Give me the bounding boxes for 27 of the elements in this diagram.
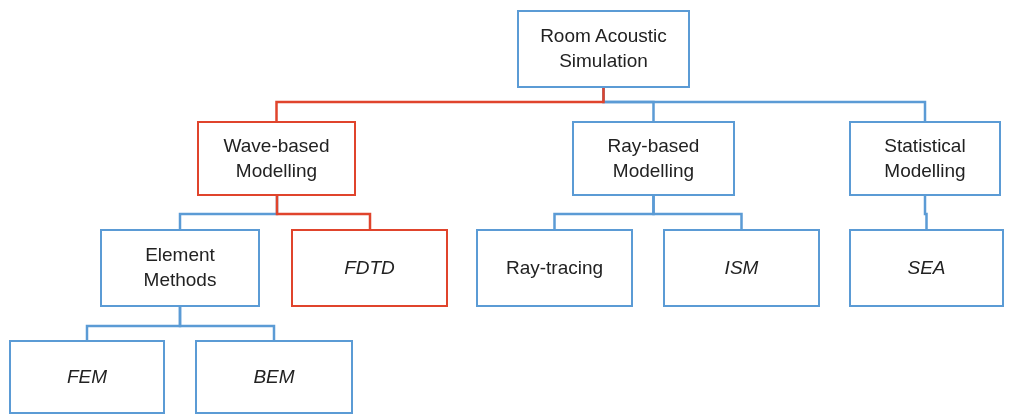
node-label: Statistical Modelling (883, 133, 967, 183)
node-label: ISM (723, 255, 760, 280)
process-box (476, 229, 633, 307)
node-label: BEM (252, 364, 296, 389)
node-label: Wave-based Modelling (222, 133, 331, 183)
process-box (572, 121, 735, 196)
connector-line (652, 196, 743, 229)
process-box (197, 121, 356, 196)
process-box (195, 340, 353, 414)
connector-line (923, 196, 928, 229)
node-label: SEA (906, 255, 947, 280)
process-box (663, 229, 820, 307)
node-label: FDTD (343, 255, 396, 280)
node-label: Room Acoustic Simulation (539, 24, 668, 73)
process-box (100, 229, 260, 307)
process-box (849, 229, 1004, 307)
process-box (849, 121, 1001, 196)
process-box (291, 229, 448, 307)
node-label: Ray-tracing (504, 255, 605, 280)
node-label: Ray-based Modelling (606, 133, 701, 183)
process-box (9, 340, 165, 414)
node-label: Element Methods (142, 243, 218, 292)
node-label: FEM (65, 364, 109, 389)
process-box (517, 10, 690, 88)
connector-line (275, 196, 372, 229)
connector-line (178, 307, 276, 340)
connector-line (275, 88, 605, 121)
